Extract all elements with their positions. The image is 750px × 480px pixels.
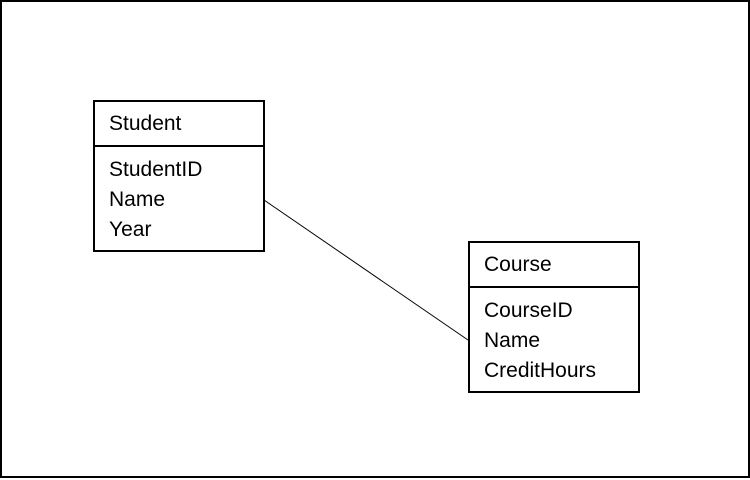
entity-field: Name <box>484 329 541 352</box>
entity-field: CourseID <box>484 299 573 322</box>
relationship-line-student-course <box>263 199 469 341</box>
entity-fields: StudentID Name Year <box>95 147 263 245</box>
entity-title: Course <box>470 243 638 288</box>
entity-student[interactable]: Student StudentID Name Year <box>93 100 265 252</box>
entity-title: Student <box>95 102 263 147</box>
entity-course[interactable]: Course CourseID Name CreditHours <box>468 241 640 393</box>
entity-field: CreditHours <box>484 359 597 382</box>
entity-field: StudentID <box>109 158 203 181</box>
entity-fields: CourseID Name CreditHours <box>470 288 638 386</box>
entity-field: Name <box>109 188 166 211</box>
entity-field: Year <box>109 218 152 241</box>
